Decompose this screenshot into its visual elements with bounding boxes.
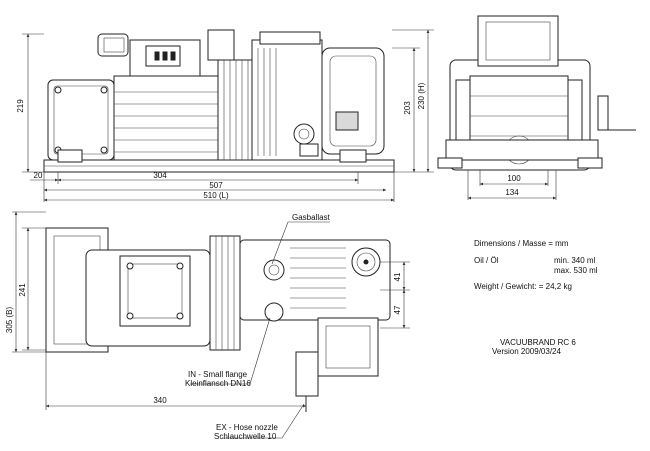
callout-leaders [190,221,330,439]
side-view-dimensions [22,29,434,202]
exhaust-label-line2: Schlauchwelle 10 [214,432,277,441]
top-view [45,227,391,412]
dim-41: 41 [393,272,402,281]
dim-47: 47 [393,305,402,314]
dim-219: 219 [16,99,25,113]
dim-20: 20 [34,171,43,180]
gasballast-label: Gasballast [292,213,330,222]
front-view-dimensions [467,170,557,200]
inlet-label-line2: Kleinflansch DN16 [185,379,251,388]
dim-510: 510 (L) [203,191,229,200]
exhaust-label-line1: EX - Hose nozzle [216,423,278,432]
dim-134: 134 [505,188,519,197]
dim-241: 241 [18,283,27,297]
dim-100: 100 [507,174,521,183]
oil-min: min. 340 ml [554,256,596,265]
top-view-dimensions [12,211,410,410]
dim-340: 340 [153,396,167,405]
dim-507: 507 [209,181,223,190]
inlet-label-line1: IN - Small flange [188,370,248,379]
front-view [437,15,636,171]
specs-header: Dimensions / Masse = mm [474,239,569,248]
weight: Weight / Gewicht: = 24,2 kg [474,282,572,291]
dim-305: 305 (B) [5,307,14,334]
oil-max: max. 530 ml [554,266,598,275]
dim-304: 304 [153,171,167,180]
side-view [43,29,395,173]
version: Version 2009/03/24 [492,347,561,356]
product-name: VACUUBRAND RC 6 [500,338,576,347]
dim-230: 230 (H) [417,82,426,109]
oil-label: Oil / Öl [474,256,499,265]
dim-203: 203 [403,101,412,115]
